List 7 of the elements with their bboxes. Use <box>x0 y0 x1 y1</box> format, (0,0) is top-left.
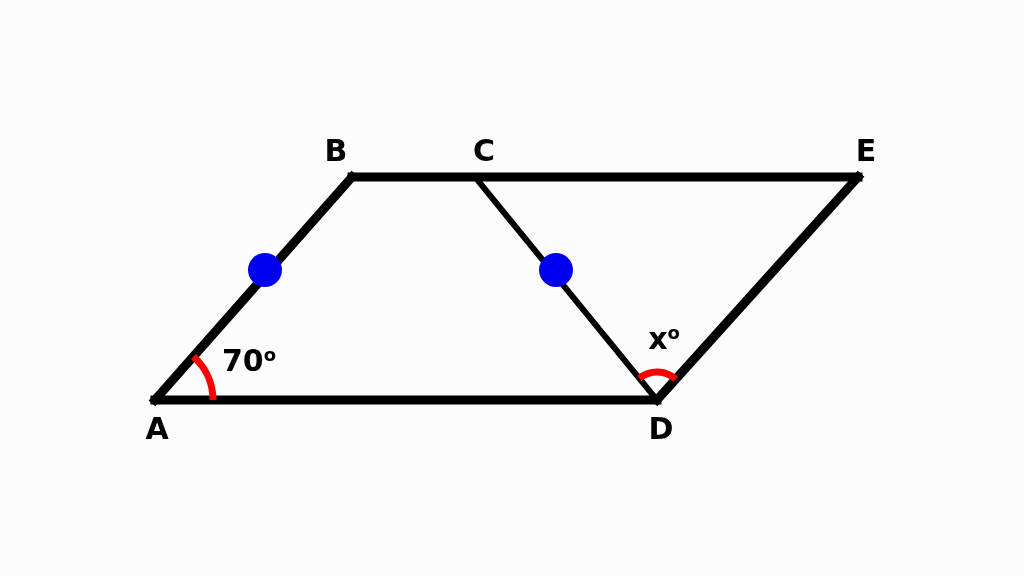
point-label: E <box>855 136 877 166</box>
angle-label: x$^{o}$ <box>648 324 680 354</box>
point-label: D <box>648 414 674 444</box>
point-label: B <box>324 136 348 166</box>
angle-label: 70$^{o}$ <box>221 346 277 376</box>
point-label: C <box>473 136 495 166</box>
point-label: A <box>145 414 169 444</box>
